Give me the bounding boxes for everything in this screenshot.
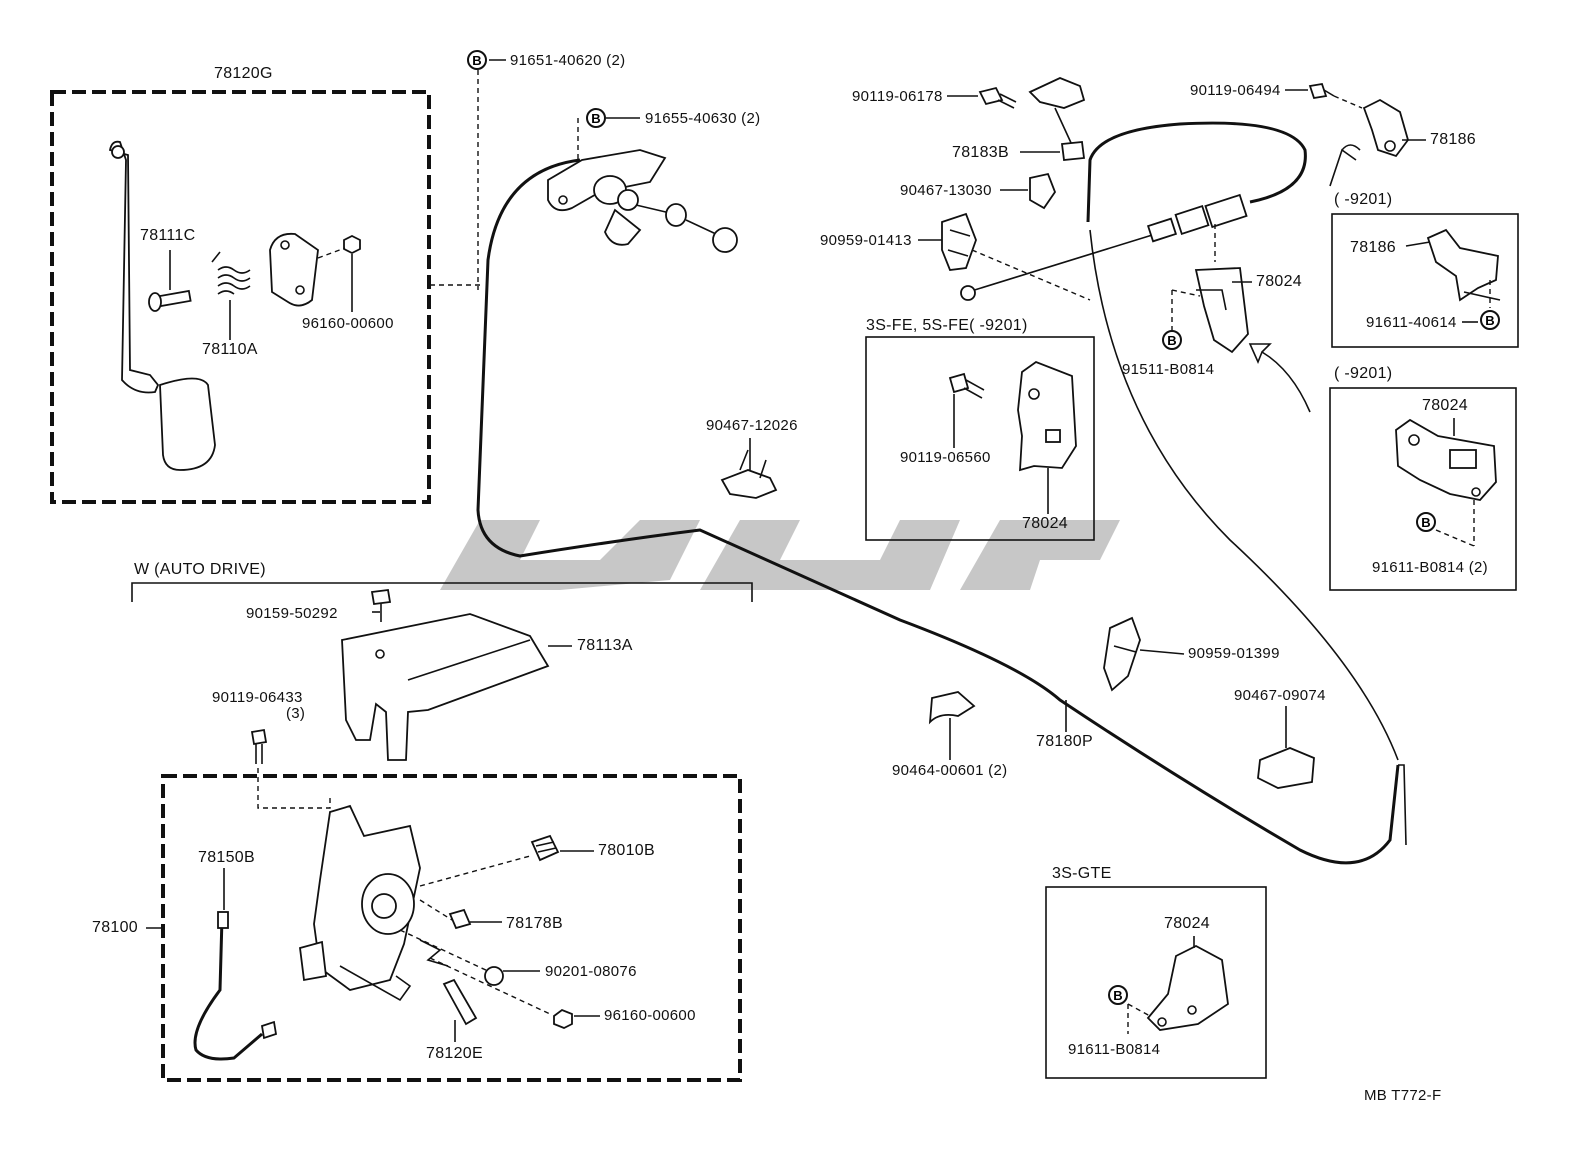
auto-drive-bracket <box>131 582 753 602</box>
spring-78120e <box>442 978 478 1042</box>
box-3s-fe <box>865 336 1095 541</box>
label-91511-b0814: 91511-B0814 <box>1122 361 1215 378</box>
label-91651-40620: 91651-40620 (2) <box>510 52 626 69</box>
clip-90959-01399 <box>1103 616 1141 692</box>
clip-90959-01413 <box>941 212 977 271</box>
bolt-90119-06560 <box>948 372 985 399</box>
reference-code: MB T772-F <box>1364 1087 1442 1104</box>
label-90201-08076: 90201-08076 <box>545 963 637 980</box>
label-90119-06560: 90119-06560 <box>900 449 991 466</box>
bolt-90159-50292 <box>370 588 392 622</box>
cable-adjuster <box>1146 193 1248 243</box>
bolt-marker-b: B <box>1480 310 1500 330</box>
label-90467-09074: 90467-09074 <box>1234 687 1326 704</box>
label-78010b: 78010B <box>598 842 655 859</box>
clip-78178b <box>448 908 472 930</box>
label-96160-00600-bottom: 96160-00600 <box>604 1007 696 1024</box>
label-78110a: 78110A <box>202 341 258 358</box>
label-78100: 78100 <box>92 919 138 936</box>
actuator-78100 <box>299 804 449 1002</box>
box-78120g <box>50 90 431 504</box>
label-78186-b: 78186 <box>1350 239 1396 256</box>
bracket-78024-a <box>1194 267 1249 354</box>
label-90959-01413: 90959-01413 <box>820 232 912 249</box>
label-78120g: 78120G <box>214 65 273 82</box>
bracket-78186-b <box>1426 228 1501 302</box>
label-90119-06494: 90119-06494 <box>1190 82 1281 99</box>
spring-78110a <box>211 251 251 340</box>
pin-78111c <box>148 289 192 312</box>
bolt-90119-06494 <box>1308 82 1335 100</box>
label-91611-b0814-2: 91611-B0814 (2) <box>1372 559 1488 576</box>
label-90467-13030: 90467-13030 <box>900 182 992 199</box>
label-90464-00601: 90464-00601 (2) <box>892 762 1008 779</box>
hose-78150b <box>193 911 278 1061</box>
nut-96160-bottom <box>553 1008 573 1029</box>
bracket-78186-a <box>1362 98 1409 158</box>
bracket-78183b <box>1028 77 1086 161</box>
arrow-up <box>1329 144 1361 187</box>
cable-end-bracket <box>547 149 738 253</box>
label-3s-fe-header: 3S-FE, 5S-FE( -9201) <box>866 317 1028 334</box>
cable-78180p <box>476 158 1400 865</box>
bracket-78024-b <box>1017 360 1077 472</box>
label-78180p: 78180P <box>1036 733 1093 750</box>
clip-90467-09074 <box>1257 706 1315 789</box>
box-9201-b <box>1329 387 1517 591</box>
cable-upper <box>1086 121 1307 223</box>
clip-90467-12026 <box>720 449 778 499</box>
label-9201-b: ( -9201) <box>1334 365 1393 382</box>
label-78024-b: 78024 <box>1022 515 1068 532</box>
bolt-90119-06433 <box>250 728 268 764</box>
label-78111c: 78111C <box>140 227 196 244</box>
bolt-marker-b: B <box>1162 330 1182 350</box>
label-91611-b0814: 91611-B0814 <box>1068 1041 1161 1058</box>
label-78024-a: 78024 <box>1256 273 1302 290</box>
clip-90464-00601 <box>928 691 976 725</box>
label-9201-a: ( -9201) <box>1334 191 1393 208</box>
arrow-curved <box>1248 343 1311 413</box>
label-90119-06178: 90119-06178 <box>852 88 943 105</box>
accelerator-pedal <box>108 140 216 471</box>
label-96160-00600-top: 96160-00600 <box>302 315 394 332</box>
box-3s-gte <box>1045 886 1267 1079</box>
label-auto-drive: W (AUTO DRIVE) <box>134 561 266 578</box>
cover-78113a <box>341 613 550 761</box>
label-91655-40630: 91655-40630 (2) <box>645 110 761 127</box>
bolt-90119-06178 <box>978 86 1017 109</box>
box-9201-a <box>1331 213 1519 348</box>
label-90119-06433-qty: (3) <box>286 705 306 722</box>
bolt-marker-b: B <box>1108 985 1128 1005</box>
label-90159-50292: 90159-50292 <box>246 605 338 622</box>
bracket-78024-d <box>1146 944 1229 1031</box>
clip-90467-13030 <box>1029 172 1057 210</box>
label-90959-01399: 90959-01399 <box>1188 645 1280 662</box>
bolt-marker-b: B <box>467 50 487 70</box>
pedal-bracket <box>269 232 319 307</box>
nut-96160-top <box>343 234 361 255</box>
label-91611-40614: 91611-40614 <box>1366 314 1457 331</box>
label-78183b: 78183B <box>952 144 1009 161</box>
spring-78010b <box>530 834 560 862</box>
box-78100 <box>161 774 742 1082</box>
label-78120e: 78120E <box>426 1045 483 1062</box>
bolt-marker-b: B <box>586 108 606 128</box>
routing-line <box>1089 229 1399 761</box>
label-78113a: 78113A <box>577 637 633 654</box>
leader-lines <box>372 59 1478 1017</box>
label-90119-06433: 90119-06433 <box>212 689 303 706</box>
label-90467-12026: 90467-12026 <box>706 417 798 434</box>
bolt-marker-b: B <box>1416 512 1436 532</box>
label-78024-c: 78024 <box>1422 397 1468 414</box>
label-78186-a: 78186 <box>1430 131 1476 148</box>
label-78178b: 78178B <box>506 915 563 932</box>
label-3s-gte-header: 3S-GTE <box>1052 865 1112 882</box>
bracket-78024-c <box>1395 418 1497 501</box>
label-78024-d: 78024 <box>1164 915 1210 932</box>
label-78150b: 78150B <box>198 849 255 866</box>
washer-90201-08076 <box>484 966 504 986</box>
